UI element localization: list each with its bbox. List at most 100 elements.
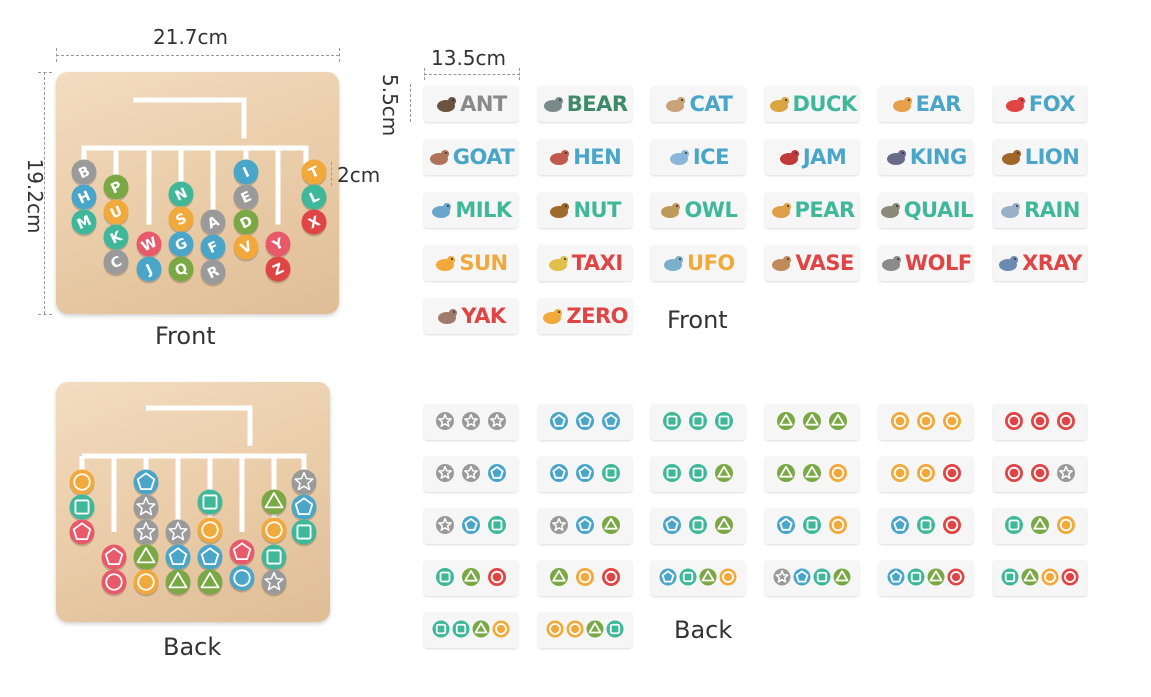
word-card-ear[interactable]: EAR <box>878 86 973 122</box>
letter-bead-H[interactable]: H <box>71 184 97 212</box>
word-card-rain[interactable]: RAIN <box>992 192 1087 228</box>
shape-card[interactable] <box>537 508 632 544</box>
shape-card[interactable] <box>424 612 518 648</box>
shape-bead-gray-star[interactable] <box>165 519 191 547</box>
shape-bead-teal-square[interactable] <box>69 494 95 522</box>
shape-bead-green-triangle[interactable] <box>165 569 191 597</box>
shape-card[interactable] <box>992 404 1087 440</box>
letter-bead-S[interactable]: S <box>168 206 194 234</box>
word-card-bear[interactable]: BEAR <box>537 86 632 122</box>
shape-bead-blue-circle[interactable] <box>229 565 255 593</box>
word-card-ufo[interactable]: UFO <box>651 245 746 281</box>
shape-card[interactable] <box>878 404 973 440</box>
shape-bead-teal-square[interactable] <box>291 519 317 547</box>
shape-bead-gray-star[interactable] <box>261 569 287 597</box>
word-card-ant[interactable]: ANT <box>424 86 518 122</box>
letter-bead-P[interactable]: P <box>103 174 129 202</box>
shape-card[interactable] <box>765 508 860 544</box>
letter-bead-X[interactable]: X <box>301 209 327 237</box>
word-card-cat[interactable]: CAT <box>651 86 746 122</box>
letter-bead-U[interactable]: U <box>103 199 129 227</box>
shape-bead-pink-pentagon[interactable] <box>229 539 255 567</box>
letter-bead-B[interactable]: B <box>71 159 97 187</box>
word-card-pear[interactable]: PEAR <box>765 192 860 228</box>
word-card-duck[interactable]: DUCK <box>765 86 860 122</box>
shape-card[interactable] <box>878 456 973 492</box>
letter-bead-M[interactable]: M <box>71 209 97 237</box>
shape-bead-orange-circle[interactable] <box>69 469 95 497</box>
word-card-sun[interactable]: SUN <box>424 245 518 281</box>
word-card-wolf[interactable]: WOLF <box>878 245 973 281</box>
word-card-owl[interactable]: OWL <box>651 192 746 228</box>
letter-bead-F[interactable]: F <box>200 234 226 262</box>
shape-card[interactable] <box>651 508 746 544</box>
shape-bead-blue-pentagon[interactable] <box>197 544 223 572</box>
shape-card[interactable] <box>992 560 1087 596</box>
word-card-lion[interactable]: LION <box>992 139 1087 175</box>
shape-bead-pink-pentagon[interactable] <box>101 544 127 572</box>
word-card-hen[interactable]: HEN <box>537 139 632 175</box>
letter-bead-J[interactable]: J <box>136 256 162 284</box>
shape-card[interactable] <box>424 508 518 544</box>
letter-bead-W[interactable]: W <box>136 231 162 259</box>
letter-bead-C[interactable]: C <box>103 249 129 277</box>
shape-bead-orange-circle[interactable] <box>261 517 287 545</box>
shape-bead-gray-star[interactable] <box>133 519 159 547</box>
shape-bead-orange-circle[interactable] <box>133 569 159 597</box>
word-card-ice[interactable]: ICE <box>651 139 746 175</box>
shape-bead-pink-pentagon[interactable] <box>69 519 95 547</box>
letter-bead-T[interactable]: T <box>301 159 327 187</box>
shape-card[interactable] <box>537 612 632 648</box>
shape-bead-gray-star[interactable] <box>133 494 159 522</box>
shape-bead-green-triangle[interactable] <box>261 489 287 517</box>
word-card-taxi[interactable]: TAXI <box>537 245 632 281</box>
word-card-milk[interactable]: MILK <box>424 192 518 228</box>
letter-bead-N[interactable]: N <box>168 181 194 209</box>
shape-card[interactable] <box>878 560 973 596</box>
word-card-quail[interactable]: QUAIL <box>878 192 973 228</box>
shape-bead-green-triangle[interactable] <box>197 569 223 597</box>
shape-bead-gray-star[interactable] <box>291 469 317 497</box>
shape-bead-pink-circle[interactable] <box>101 569 127 597</box>
shape-bead-teal-square[interactable] <box>197 489 223 517</box>
word-card-zero[interactable]: ZERO <box>537 298 632 334</box>
shape-card[interactable] <box>765 404 860 440</box>
shape-card[interactable] <box>765 560 860 596</box>
letter-bead-E[interactable]: E <box>233 184 259 212</box>
shape-card[interactable] <box>992 456 1087 492</box>
shape-bead-teal-square[interactable] <box>261 544 287 572</box>
word-card-goat[interactable]: GOAT <box>424 139 518 175</box>
word-card-vase[interactable]: VASE <box>765 245 860 281</box>
letter-bead-I[interactable]: I <box>233 159 259 187</box>
shape-card[interactable] <box>651 456 746 492</box>
letter-bead-Q[interactable]: Q <box>168 256 194 284</box>
shape-bead-blue-pentagon[interactable] <box>291 494 317 522</box>
shape-card[interactable] <box>651 560 746 596</box>
shape-card[interactable] <box>424 560 518 596</box>
letter-bead-Y[interactable]: Y <box>265 231 291 259</box>
letter-bead-L[interactable]: L <box>301 184 327 212</box>
shape-bead-orange-circle[interactable] <box>197 517 223 545</box>
shape-card[interactable] <box>537 560 632 596</box>
letter-bead-K[interactable]: K <box>103 224 129 252</box>
shape-bead-green-triangle[interactable] <box>133 544 159 572</box>
shape-card[interactable] <box>651 404 746 440</box>
shape-card[interactable] <box>537 404 632 440</box>
letter-bead-R[interactable]: R <box>200 259 226 287</box>
shape-card[interactable] <box>424 404 518 440</box>
shape-card[interactable] <box>992 508 1087 544</box>
letter-bead-A[interactable]: A <box>200 209 226 237</box>
letter-bead-V[interactable]: V <box>233 234 259 262</box>
letter-bead-Z[interactable]: Z <box>265 256 291 284</box>
shape-card[interactable] <box>878 508 973 544</box>
shape-card[interactable] <box>424 456 518 492</box>
word-card-fox[interactable]: FOX <box>992 86 1087 122</box>
word-card-yak[interactable]: YAK <box>424 298 518 334</box>
shape-bead-blue-pentagon[interactable] <box>165 544 191 572</box>
word-card-king[interactable]: KING <box>878 139 973 175</box>
letter-bead-G[interactable]: G <box>168 231 194 259</box>
shape-card[interactable] <box>537 456 632 492</box>
shape-bead-blue-pentagon[interactable] <box>133 469 159 497</box>
letter-bead-D[interactable]: D <box>233 209 259 237</box>
word-card-nut[interactable]: NUT <box>537 192 632 228</box>
